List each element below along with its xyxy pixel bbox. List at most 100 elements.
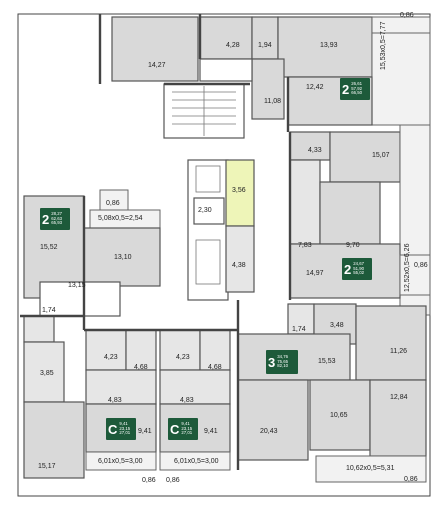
badge-area-full: 55,02 <box>353 270 364 276</box>
badge-area-total: 75,65 <box>277 358 288 364</box>
badge-area-total: 23,15 <box>181 425 193 431</box>
label-balcony-c2: 6,01х0,5=3,00 <box>174 458 219 465</box>
room-1-74-left <box>23 315 55 343</box>
room-4-23-b <box>159 329 201 371</box>
label-balcony-right-top: 15,53х0,5=7,77 <box>380 21 387 70</box>
room-11-08 <box>251 58 285 120</box>
label-balcony-left: 5,08х0,5=2,54 <box>98 215 143 222</box>
balcony-right-top <box>371 32 431 126</box>
badge-area-full: 66,50 <box>351 90 362 96</box>
balcony-right-small <box>399 254 431 296</box>
badge-rooms: 2 <box>42 211 50 227</box>
room-13-15 <box>39 281 121 317</box>
room-15-07 <box>329 131 401 183</box>
label-9-41-a: 9,41 <box>138 428 152 435</box>
label-4-68-a: 4,68 <box>134 364 148 371</box>
room-4-28 <box>199 16 253 60</box>
label-0-86-bottom: 0,86 <box>404 476 418 483</box>
room-15-17 <box>23 401 85 479</box>
label-12-42: 12,42 <box>306 84 324 91</box>
label-0-86-c2: 0,86 <box>166 477 180 484</box>
badge-rooms: 3 <box>268 354 276 370</box>
badge-area-full: 27,01 <box>119 430 131 436</box>
label-1-74-left: 1,74 <box>42 307 56 314</box>
walls <box>20 14 292 470</box>
room-1-94 <box>251 16 279 60</box>
room-4-38 <box>225 225 255 293</box>
badge-rooms: С <box>108 421 118 437</box>
badge-area-full: 27,01 <box>181 430 193 436</box>
room-9-70 <box>319 181 381 245</box>
label-15-17: 15,17 <box>38 463 56 470</box>
elevator-2 <box>195 239 221 285</box>
badge-area-living: 9,41 <box>119 420 128 426</box>
label-1-74-mid: 1,74 <box>292 326 306 333</box>
label-4-28: 4,28 <box>226 42 240 49</box>
label-0-86-c1: 0,86 <box>142 477 156 484</box>
label-4-33: 4,33 <box>308 147 322 154</box>
room-4-83-b <box>159 369 231 405</box>
label-4-23-b: 4,23 <box>176 354 190 361</box>
room-3-85 <box>23 341 65 403</box>
label-3-48: 3,48 <box>330 322 344 329</box>
room-20-43 <box>237 379 309 461</box>
room-2-30 <box>193 197 225 225</box>
badge-area-living: 34,76 <box>277 353 288 359</box>
room-11-26 <box>355 305 427 381</box>
label-3-85: 3,85 <box>40 370 54 377</box>
badge-area-living: 26,61 <box>351 80 362 86</box>
corridor-top <box>199 58 253 82</box>
badge-rooms: С <box>170 421 180 437</box>
label-9-41-b: 9,41 <box>204 428 218 435</box>
label-12-84: 12,84 <box>390 394 408 401</box>
label-4-38: 4,38 <box>232 262 246 269</box>
label-1-94: 1,94 <box>258 42 272 49</box>
label-15-53: 15,53 <box>318 358 336 365</box>
label-11-08: 11,08 <box>264 98 281 105</box>
stair-treads <box>172 86 236 136</box>
label-15-07: 15,07 <box>372 152 390 159</box>
label-2-30: 2,30 <box>198 207 212 214</box>
label-7-83: 7,83 <box>298 242 312 249</box>
label-15-52: 15,52 <box>40 244 58 251</box>
balcony-bottom <box>315 455 427 483</box>
label-13-15: 13,15 <box>68 282 86 289</box>
room-14-27 <box>111 16 199 82</box>
badge-area-living: 9,41 <box>181 420 190 426</box>
badge-area-living: 28,27 <box>51 210 62 216</box>
room-10-65 <box>309 379 371 451</box>
label-14-97: 14,97 <box>306 270 324 277</box>
room-7-83 <box>289 159 321 245</box>
badge-rooms: 2 <box>344 261 352 277</box>
label-9-70: 9,70 <box>346 242 360 249</box>
label-10-65: 10,65 <box>330 412 348 419</box>
label-11-26: 11,26 <box>390 348 407 355</box>
elevator-core <box>187 159 229 301</box>
room-12-84 <box>369 379 427 457</box>
label-3-56: 3,56 <box>232 187 246 194</box>
label-balcony-right-mid: 12,52х0,5=6,26 <box>404 243 411 292</box>
room-13-93 <box>277 16 373 78</box>
room-4-68-b <box>199 329 231 371</box>
badge-area-living: 24,67 <box>353 260 364 266</box>
label-0-86-right: 0,86 <box>414 262 428 269</box>
room-4-33 <box>289 131 331 161</box>
badge-area-total: 62,63 <box>51 215 62 221</box>
room-4-68-a <box>125 329 157 371</box>
badge-area-total: 51,90 <box>353 265 364 271</box>
label-13-10: 13,10 <box>114 254 132 261</box>
room-13-10 <box>83 227 161 287</box>
label-4-83-a: 4,83 <box>108 397 122 404</box>
label-balcony-bottom: 10,62х0,5=5,31 <box>346 465 395 472</box>
label-balcony-c1: 6,01х0,5=3,00 <box>98 458 143 465</box>
label-0-86-left: 0,86 <box>106 200 120 207</box>
room-4-23-a <box>85 329 127 371</box>
label-14-27: 14,27 <box>148 62 166 69</box>
